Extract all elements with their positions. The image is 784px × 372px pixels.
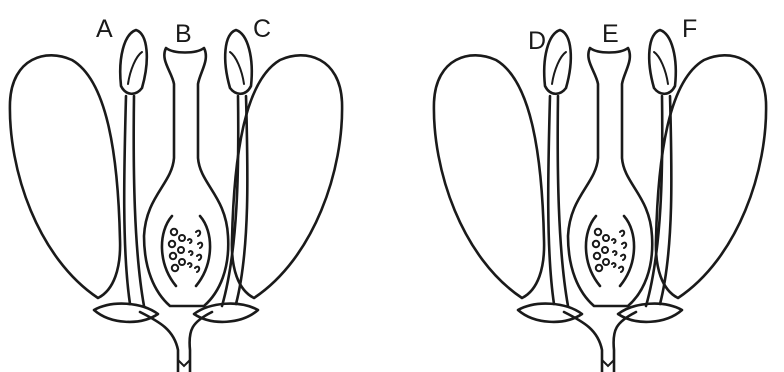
label-a: A	[96, 15, 113, 43]
label-e: E	[602, 20, 619, 48]
label-c: C	[253, 15, 271, 43]
label-b: B	[175, 20, 192, 48]
label-d: D	[528, 27, 546, 55]
right-flower	[434, 30, 766, 372]
label-f: F	[682, 15, 697, 43]
left-flower	[10, 30, 342, 372]
